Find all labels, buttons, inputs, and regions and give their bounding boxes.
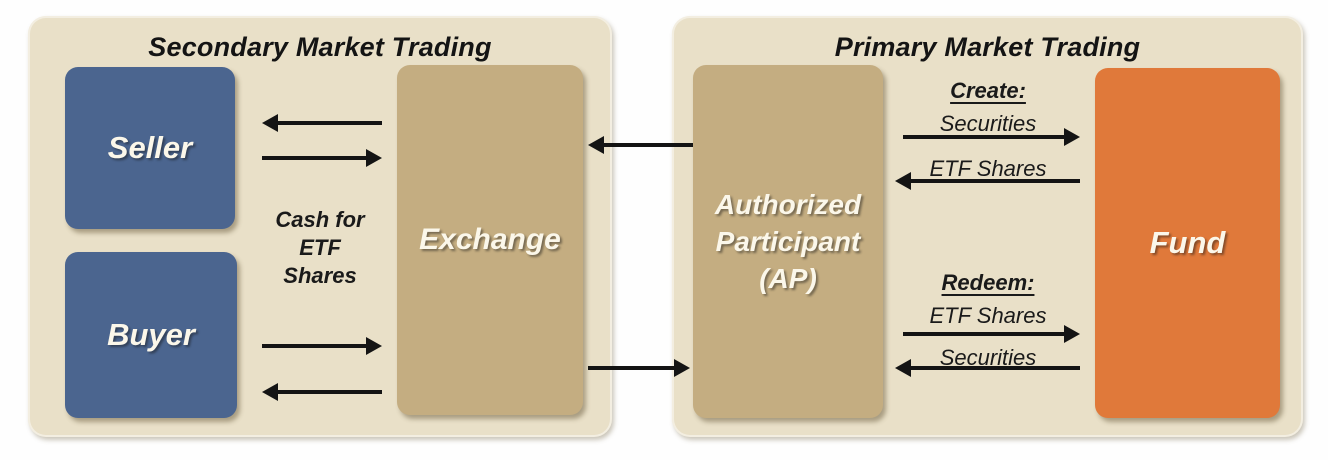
- seller-label: Seller: [107, 130, 193, 165]
- arrow-ap-to-exchange: [588, 136, 693, 154]
- arrow-exchange-to-ap: [588, 359, 690, 377]
- create-heading: Create:: [950, 78, 1026, 103]
- buyer-box: Buyer: [65, 252, 237, 418]
- exchange-box: Exchange: [397, 65, 583, 415]
- arrow-create-securities-ap-to-fund: [903, 128, 1080, 146]
- arrow-exchange-to-buyer: [262, 383, 382, 401]
- ap-label-line2: Participant: [715, 226, 861, 257]
- seller-box: Seller: [65, 67, 235, 229]
- exchange-label: Exchange: [419, 223, 561, 256]
- arrow-exchange-to-seller: [262, 114, 382, 132]
- create-securities-label: Securities: [939, 111, 1037, 136]
- authorized-participant-box: Authorized Participant (AP): [693, 65, 883, 418]
- redeem-etf-shares-label: ETF Shares: [929, 303, 1047, 328]
- create-etf-shares-label: ETF Shares: [929, 156, 1047, 181]
- secondary-market-title: Secondary Market Trading: [148, 32, 492, 62]
- arrow-buyer-to-exchange: [262, 337, 382, 355]
- arrow-create-etf-shares-fund-to-ap: [895, 172, 1080, 190]
- ap-label-line3: (AP): [759, 263, 817, 294]
- redeem-securities-label: Securities: [939, 345, 1037, 370]
- buyer-label: Buyer: [107, 317, 195, 352]
- arrow-seller-to-exchange: [262, 149, 382, 167]
- fund-label: Fund: [1149, 225, 1226, 260]
- cash-for-etf-shares-note: Cash for ETF Shares: [275, 207, 365, 288]
- ap-label-line1: Authorized: [714, 189, 862, 220]
- fund-box: Fund: [1095, 68, 1280, 418]
- primary-market-title: Primary Market Trading: [834, 32, 1141, 62]
- redeem-heading: Redeem:: [941, 270, 1035, 295]
- arrow-redeem-etf-shares-ap-to-fund: [903, 325, 1080, 343]
- arrow-redeem-securities-fund-to-ap: [895, 359, 1080, 377]
